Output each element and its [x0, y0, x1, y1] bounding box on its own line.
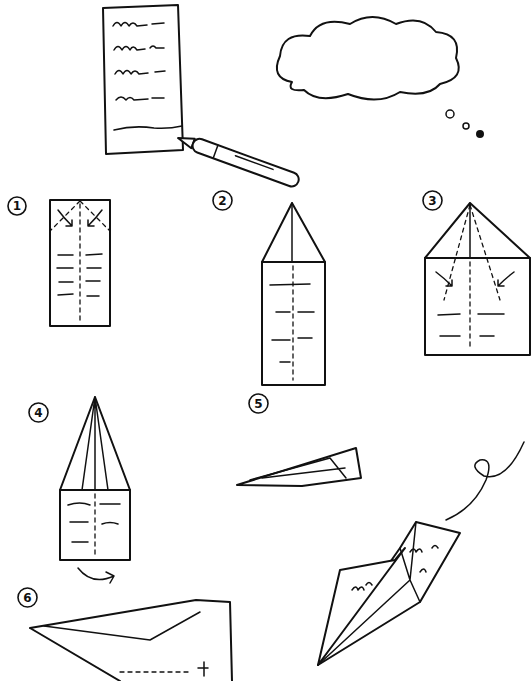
fold-line — [79, 204, 80, 322]
fold-line — [292, 266, 293, 380]
circle-outline — [18, 588, 37, 607]
tail-mark — [198, 662, 208, 676]
fold-arrow — [498, 272, 514, 286]
scribble — [114, 46, 164, 50]
fold-arrow — [78, 568, 114, 583]
fold-line — [51, 201, 80, 230]
plane-fold — [318, 522, 420, 665]
scribble — [116, 97, 164, 100]
paper-plane — [318, 522, 460, 665]
scribble — [115, 71, 165, 75]
thought-bubble — [446, 110, 454, 118]
thought-bubble — [477, 131, 483, 137]
paper-sheet — [103, 5, 183, 154]
circle-outline — [8, 197, 26, 215]
paper-step-1 — [50, 200, 110, 326]
step-number-circle: 4 — [28, 402, 49, 423]
paper-step-4 — [60, 490, 130, 560]
folded-flaps — [262, 203, 325, 262]
scribble — [438, 314, 504, 336]
step-number-circle: 6 — [17, 587, 38, 608]
scribble — [270, 284, 314, 362]
step-number-circle: 5 — [248, 393, 269, 414]
step-number: 1 — [13, 200, 21, 212]
plane-side-view — [237, 448, 361, 486]
plane-side-view — [30, 600, 232, 681]
circle-outline — [423, 191, 442, 210]
step-number: 4 — [34, 407, 42, 419]
paper-plane-wing — [318, 548, 405, 665]
fold-arrow — [88, 210, 102, 226]
pen-body — [191, 137, 301, 188]
thought-bubble — [463, 123, 469, 129]
fold-edge — [291, 203, 293, 262]
step-number: 5 — [254, 398, 262, 410]
step-number: 6 — [23, 592, 31, 604]
fold-arrow — [58, 210, 72, 226]
fold-edge — [82, 397, 108, 490]
thought-cloud — [277, 17, 459, 100]
step-number-circle: 2 — [212, 190, 233, 211]
fold-line — [94, 494, 95, 556]
step-number: 2 — [218, 195, 226, 207]
pen — [176, 131, 301, 188]
paper-step-2 — [262, 262, 325, 385]
fold-line — [470, 205, 500, 300]
pen-clip — [235, 156, 273, 170]
scribble — [352, 546, 438, 591]
scribble — [113, 23, 164, 27]
circle-outline — [213, 191, 232, 210]
scribble — [114, 126, 182, 130]
circle-outline — [249, 394, 268, 413]
circle-outline — [29, 403, 48, 422]
scribble — [68, 503, 120, 542]
scribble — [57, 254, 102, 296]
paper-step-3 — [425, 258, 530, 355]
fold-line — [120, 671, 192, 672]
wing-fold — [250, 458, 346, 480]
flight-trail — [446, 442, 524, 520]
step-number-circle: 3 — [422, 190, 443, 211]
fold-line — [80, 201, 109, 230]
pen-grip — [213, 145, 218, 158]
step-number: 3 — [428, 195, 436, 207]
fold-arrow — [436, 272, 452, 286]
fold-line — [469, 262, 470, 350]
wing-fold — [44, 612, 200, 640]
folded-nose — [60, 397, 130, 490]
fold-edge — [469, 203, 471, 258]
step-number-circle: 1 — [7, 196, 27, 216]
